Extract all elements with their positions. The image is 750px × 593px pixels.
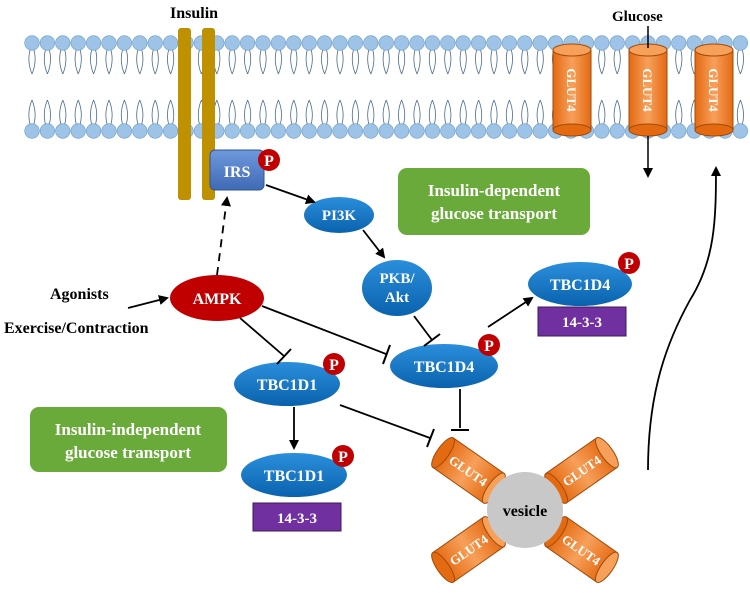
irs-to-pi3k-arrow [265,184,316,205]
svg-text:glucose transport: glucose transport [65,443,191,462]
membrane-glut4-3: GLUT4 [694,43,734,137]
ampk-inhibits-tbc1d4 [261,305,391,365]
svg-text:PKB/: PKB/ [379,271,415,287]
glut4-label: GLUT4 [640,68,655,112]
exercise-label: Exercise/Contraction [4,320,149,337]
agonists-to-ampk-arrow [127,295,169,309]
protein-14-3-3-box: 14-3-3 [252,502,342,532]
protein-14-3-3-box: 14-3-3 [537,306,627,337]
tbc1d4-bound-node: TBC1D4 [528,262,632,306]
svg-text:TBC1D1: TBC1D1 [257,377,317,394]
svg-text:P: P [329,357,339,374]
insulin-label: Insulin [170,5,218,22]
vesicle-label: vesicle [503,503,547,520]
ampk-node: AMPK [170,275,264,321]
tbc1d1-phospho: P [323,353,345,375]
glut4-label: GLUT4 [706,68,721,112]
tbc1d1-bound-phospho: P [332,445,354,467]
ampk-to-irs-arrow [216,196,231,276]
svg-text:glucose transport: glucose transport [431,204,557,223]
tbc1d4-phospho: P [478,334,500,356]
insulin-independent-box: Insulin-independent glucose transport [30,407,227,472]
svg-text:Akt: Akt [385,290,409,306]
irs-label: IRS [224,164,251,181]
membrane-glut4-1: GLUT4 [552,43,592,137]
glut4-translocation-arrow [647,166,721,471]
svg-text:Insulin-dependent: Insulin-dependent [428,181,561,200]
svg-text:P: P [624,256,634,273]
irs-phospho: P [258,149,280,171]
pkb-akt-node: PKB/ Akt [362,260,432,316]
pi3k-node: PI3K [304,197,374,233]
svg-text:TBC1D4: TBC1D4 [414,359,474,376]
ampk-label: AMPK [193,291,242,308]
membrane-glut4-2: GLUT4 [628,43,668,137]
tbc1d4-bound-phospho: P [618,252,640,274]
glucose-label: Glucose [612,9,663,25]
tbc1d1-inhibits-glut4 [339,404,435,448]
svg-text:Insulin-independent: Insulin-independent [55,420,202,439]
agonists-label: Agonists [50,286,109,303]
svg-text:TBC1D4: TBC1D4 [550,277,610,294]
pi3k-to-pkb-arrow [362,229,386,259]
svg-text:14-3-3: 14-3-3 [277,511,317,527]
irs-node: IRS [209,149,265,191]
svg-text:P: P [264,153,274,170]
insulin-receptor [178,28,215,200]
pkb-inhibits-tbc1d4 [413,315,441,347]
tbc1d4-inhibits-glut4 [451,389,469,431]
svg-text:P: P [484,338,494,355]
tbc1d1-node: TBC1D1 [234,362,340,406]
tbc1d4-node: TBC1D4 [390,344,498,388]
svg-text:TBC1D1: TBC1D1 [264,468,324,485]
insulin-dependent-box: Insulin-dependent glucose transport [398,168,590,235]
svg-text:14-3-3: 14-3-3 [562,315,602,331]
glut4-vesicle: GLUT4 GLUT4 GLUT4 GLUT4 vesicle [431,437,619,583]
tbc1d4-binding-arrow [487,296,534,328]
tbc1d1-bound-node: TBC1D1 [241,453,347,497]
svg-text:P: P [338,449,348,466]
glut4-label: GLUT4 [564,68,579,112]
pi3k-label: PI3K [322,208,357,224]
ampk-inhibits-tbc1d1 [239,317,292,365]
